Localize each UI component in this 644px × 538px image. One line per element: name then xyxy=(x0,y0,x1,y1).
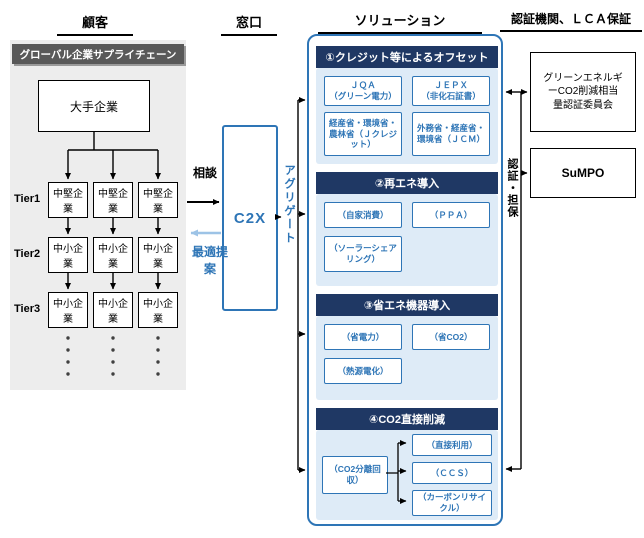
lane-label-certifier: 認証機関、ＬＣＡ保証 xyxy=(500,10,642,32)
consult-label: 相談 xyxy=(193,166,218,180)
company-box: 中堅企業 xyxy=(48,182,88,218)
section-body-energy-saving: （省電力） （省CO2） （熱源電化） xyxy=(316,316,498,400)
company-box: 中小企業 xyxy=(93,237,133,273)
tier2-label: Tier2 xyxy=(14,248,41,260)
section-header-energy-saving: ③省エネ機器導入 xyxy=(316,294,498,316)
solution-item-direct-use: （直接利用） xyxy=(412,434,492,456)
section-header-direct-reduction: ④CO2直接削減 xyxy=(316,408,498,430)
section-body-credit-offset: ＪＱＡ （グリーン電力） ＪＥＰＸ （非化石証書） 経産省・環境省・農林省（Ｊク… xyxy=(316,68,498,164)
solution-item-electrification: （熱源電化） xyxy=(324,358,402,384)
tier1-label: Tier1 xyxy=(14,193,41,205)
solution-item-jcm: 外務省・経産省・環境省（ＪＣＭ） xyxy=(412,112,490,156)
parent-company-box: 大手企業 xyxy=(38,80,150,132)
solution-panel: ①クレジット等によるオフセット ＪＱＡ （グリーン電力） ＪＥＰＸ （非化石証書… xyxy=(307,34,503,526)
solution-item-co2-saving: （省CO2） xyxy=(412,324,490,350)
solution-item-jqa: ＪＱＡ （グリーン電力） xyxy=(324,76,402,106)
certify-guarantee-label: 認証・担保 xyxy=(506,158,518,218)
solution-item-power-saving: （省電力） xyxy=(324,324,402,350)
certification-committee-box: グリーンエネルギーCO2削減相当量認証委員会 xyxy=(530,52,636,132)
solution-item-carbon-recycle: （カーボンリサイクル） xyxy=(412,490,492,516)
company-box: 中堅企業 xyxy=(93,182,133,218)
c2x-box: C2X xyxy=(222,125,278,311)
lane-label-solution: ソリューション xyxy=(318,10,482,34)
solution-item-ccs: （ＣＣＳ） xyxy=(412,462,492,484)
supply-chain-title: グローバル企業サプライチェーン xyxy=(12,44,184,64)
company-box: 中小企業 xyxy=(138,237,178,273)
certification-arrows xyxy=(505,89,528,472)
section-header-renewables: ②再エネ導入 xyxy=(316,172,498,194)
section-header-credit-offset: ①クレジット等によるオフセット xyxy=(316,46,498,68)
solution-item-self-consumption: （自家消費） xyxy=(324,202,402,228)
solution-item-jcredit: 経産省・環境省・農林省（Ｊクレジット） xyxy=(324,112,402,156)
aggregate-arrows xyxy=(275,97,306,473)
sumpo-box: SuMPO xyxy=(530,148,636,198)
proposal-label: 最適提案 xyxy=(191,245,228,276)
solution-item-ppa: （ＰＰＡ） xyxy=(412,202,490,228)
company-box: 中小企業 xyxy=(48,292,88,328)
solution-item-jepx: ＪＥＰＸ （非化石証書） xyxy=(412,76,490,106)
lane-label-customer: 顧客 xyxy=(57,12,133,36)
company-box: 中堅企業 xyxy=(138,182,178,218)
section-body-renewables: （自家消費） （ＰＰＡ） （ソーラーシェアリング） xyxy=(316,194,498,286)
aggregate-label: アグリゲート xyxy=(283,164,295,245)
company-box: 中小企業 xyxy=(138,292,178,328)
section-body-direct-reduction: （CO2分離回収） （直接利用） （ＣＣＳ） （カーボンリサイクル） xyxy=(316,430,498,520)
tier3-label: Tier3 xyxy=(14,303,41,315)
solution-item-co2-capture: （CO2分離回収） xyxy=(322,456,388,494)
solution-item-solar-sharing: （ソーラーシェアリング） xyxy=(324,236,402,272)
company-box: 中小企業 xyxy=(93,292,133,328)
lane-label-window: 窓口 xyxy=(221,12,277,36)
company-box: 中小企業 xyxy=(48,237,88,273)
